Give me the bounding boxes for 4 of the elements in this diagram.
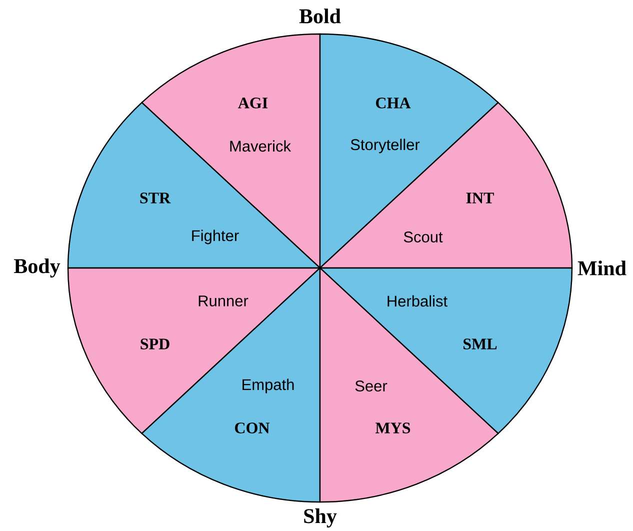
axis-label: Body xyxy=(14,258,60,278)
axis-label: Shy xyxy=(304,508,337,528)
axis-label: Bold xyxy=(299,8,341,24)
axis-label: Mind xyxy=(578,260,626,276)
